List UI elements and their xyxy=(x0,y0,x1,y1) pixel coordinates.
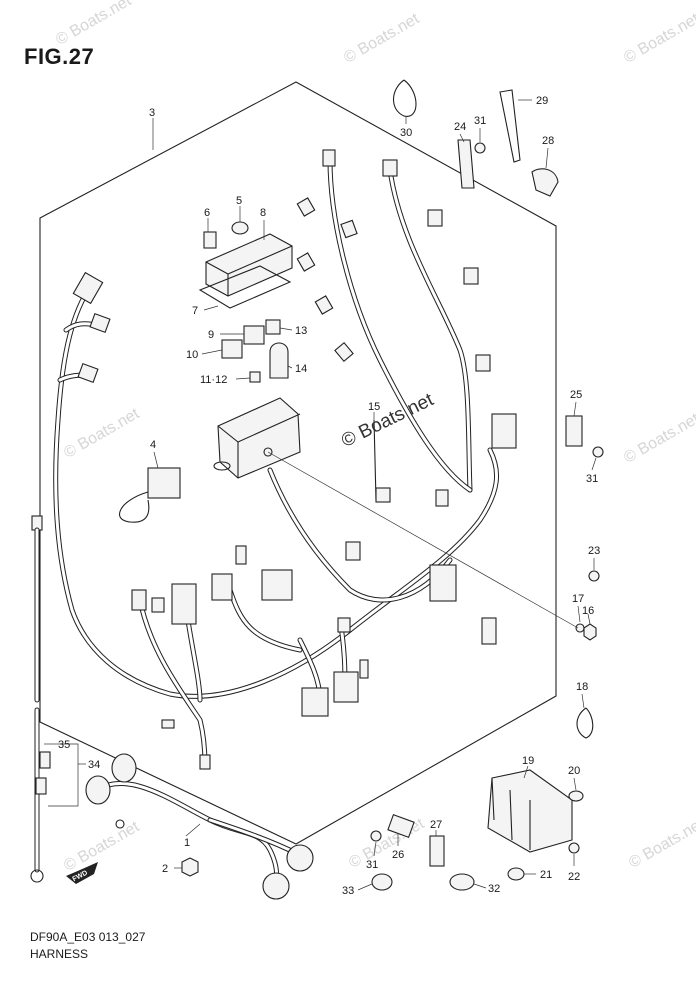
model-code: DF90A_E03 013_027 xyxy=(30,930,146,944)
callout-19: 19 xyxy=(522,755,534,767)
callout-6: 6 xyxy=(204,207,210,219)
nut-2 xyxy=(181,857,199,877)
callout-31-bottom: 31 xyxy=(366,859,378,871)
callout-29: 29 xyxy=(536,95,548,107)
callout-32: 32 xyxy=(488,883,500,895)
washer-17 xyxy=(575,623,585,633)
callout-2: 2 xyxy=(162,863,168,875)
bolt-22 xyxy=(568,842,580,854)
bolt-31-right xyxy=(592,446,604,458)
callout-30: 30 xyxy=(400,127,412,139)
junction-box xyxy=(213,397,301,479)
callout-23: 23 xyxy=(588,545,600,557)
callouts: 3 6 5 8 7 9 10 13 14 11·12 4 15 30 29 24… xyxy=(58,95,600,897)
tie-29 xyxy=(499,89,521,163)
callout-28: 28 xyxy=(542,135,554,147)
callout-11-12: 11·12 xyxy=(200,374,227,386)
callout-20: 20 xyxy=(568,765,580,777)
part-15-lead xyxy=(373,419,377,501)
callout-9: 9 xyxy=(208,329,214,341)
callout-8: 8 xyxy=(260,207,266,219)
callout-22: 22 xyxy=(568,871,580,883)
callout-26: 26 xyxy=(392,849,404,861)
clamp-32 xyxy=(449,873,475,891)
bolt-23 xyxy=(588,570,600,582)
callout-21: 21 xyxy=(540,869,552,881)
callout-31-right: 31 xyxy=(586,473,598,485)
bolt-31-bottom xyxy=(370,830,382,842)
callout-24: 24 xyxy=(454,121,466,133)
harness-connectors xyxy=(72,149,517,770)
callout-5: 5 xyxy=(236,195,242,207)
fuse-case-group xyxy=(198,221,293,309)
callout-15: 15 xyxy=(368,401,380,413)
callout-14: 14 xyxy=(295,363,307,375)
washer-20 xyxy=(568,790,584,802)
callout-13: 13 xyxy=(295,325,307,337)
callout-18: 18 xyxy=(576,681,588,693)
bracket-27 xyxy=(429,835,445,867)
clip-18 xyxy=(576,707,594,739)
battery-cable xyxy=(30,515,51,883)
figure-title: FIG.27 xyxy=(24,44,95,69)
bracket-24 xyxy=(457,139,475,189)
callout-1: 1 xyxy=(184,837,190,849)
callout-27: 27 xyxy=(430,819,442,831)
callout-35: 35 xyxy=(58,739,70,751)
callout-31-top: 31 xyxy=(474,115,486,127)
leader-lines xyxy=(44,99,597,891)
callout-17: 17 xyxy=(572,593,584,605)
callout-33: 33 xyxy=(342,885,354,897)
callout-25: 25 xyxy=(570,389,582,401)
part-4-unit xyxy=(119,467,181,523)
callout-16: 16 xyxy=(582,605,594,617)
grommet-21 xyxy=(507,867,525,881)
callout-10: 10 xyxy=(186,349,198,361)
callout-3: 3 xyxy=(149,107,155,119)
cable-1 xyxy=(85,753,314,900)
callout-4: 4 xyxy=(150,439,156,451)
clip-30 xyxy=(392,79,417,117)
assembly-frame xyxy=(39,81,557,845)
clamp-28 xyxy=(531,168,559,197)
nut-16 xyxy=(583,623,597,641)
figure-name: HARNESS xyxy=(30,947,89,961)
bolt-31 xyxy=(474,142,486,154)
bracket-19-detail xyxy=(491,777,531,850)
relay-group xyxy=(221,319,289,383)
guide-line xyxy=(267,451,579,629)
clamp-33 xyxy=(371,873,393,891)
plate-26 xyxy=(387,814,415,838)
plate-25 xyxy=(565,415,583,447)
callout-7: 7 xyxy=(192,305,198,317)
callout-34: 34 xyxy=(88,759,100,771)
fwd-arrow xyxy=(66,862,98,884)
